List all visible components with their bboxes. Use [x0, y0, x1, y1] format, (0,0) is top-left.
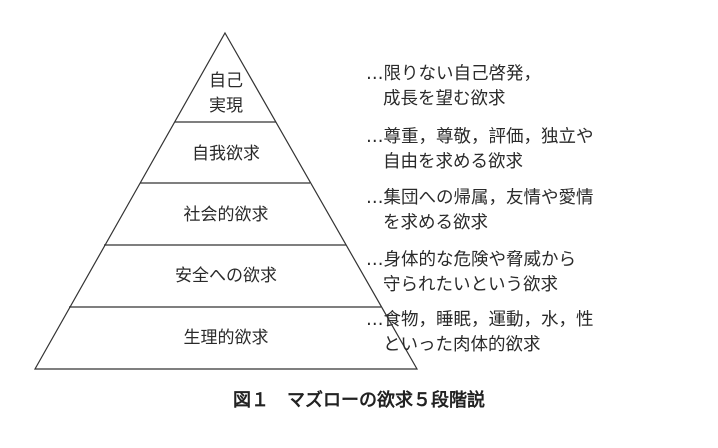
- label-line: 自己: [209, 71, 243, 91]
- pyramid-outline: [33, 31, 419, 370]
- description-line: 守られたいという欲求: [383, 275, 558, 295]
- description-line: …集団への帰属，友情や愛情: [366, 188, 594, 208]
- description-social: …集団への帰属，友情や愛情 を求める欲求: [366, 186, 594, 236]
- level-label-social: 社会的欲求: [183, 205, 269, 225]
- description-line: …身体的な危険や脅威から: [366, 250, 576, 270]
- description-line: を求める欲求: [383, 213, 488, 233]
- level-label-physiological: 生理的欲求: [183, 328, 269, 348]
- description-line: 成長を望む欲求: [383, 89, 506, 109]
- description-line: といった肉体的欲求: [383, 335, 541, 355]
- level-label-self-actualization: 自己 実現: [126, 69, 326, 119]
- description-safety: …身体的な危険や脅威から 守られたいという欲求: [366, 248, 576, 298]
- description-line: …限りない自己啓発，: [366, 64, 541, 84]
- figure-caption: 図１ マズローの欲求５段階説: [233, 390, 485, 411]
- description-esteem: …尊重，尊敬，評価，独立や 自由を求める欲求: [366, 125, 594, 175]
- description-line: …食物，睡眠，運動，水，性: [366, 310, 594, 330]
- description-line: 自由を求める欲求: [383, 152, 523, 172]
- level-label-esteem: 自我欲求: [192, 144, 260, 164]
- description-physiological: …食物，睡眠，運動，水，性 といった肉体的欲求: [366, 308, 594, 358]
- label-line: 実現: [209, 96, 243, 116]
- description-self-actualization: …限りない自己啓発， 成長を望む欲求: [366, 62, 541, 112]
- description-line: …尊重，尊敬，評価，独立や: [366, 127, 594, 147]
- level-label-safety: 安全への欲求: [175, 266, 277, 286]
